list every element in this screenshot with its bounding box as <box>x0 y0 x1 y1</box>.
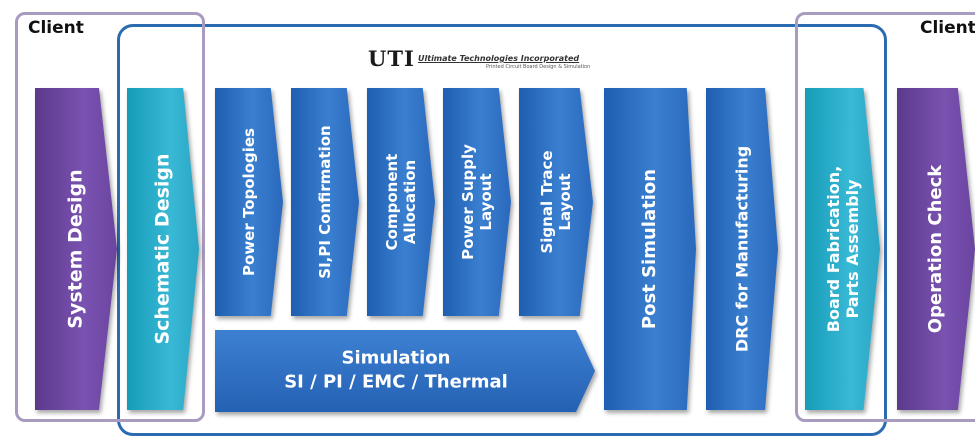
step-label-group: Power Supply Layout <box>459 144 495 260</box>
step-label-line-1: Board Fabrication, <box>823 165 843 333</box>
step-power-supply-layout: Power Supply Layout <box>443 88 511 316</box>
client-left-frame <box>15 12 205 422</box>
step-drc-for-manufacturing: DRC for Manufacturing <box>706 88 778 410</box>
simulation-label-group: Simulation SI / PI / EMC / Thermal <box>215 347 577 396</box>
step-label-group: Signal Trace Layout <box>538 150 574 253</box>
logo-tagline: Printed Circuit Board Design & Simulatio… <box>486 64 591 70</box>
step-label-group: Component Allocation <box>383 154 419 251</box>
step-post-simulation: Post Simulation <box>604 88 696 410</box>
step-label-line-2: Parts Assembly <box>842 179 862 319</box>
step-component-allocation: Component Allocation <box>367 88 435 316</box>
client-right-label: Client <box>920 18 975 38</box>
logo-mark: UTI <box>368 46 415 71</box>
step-schematic-design: Schematic Design <box>127 88 199 410</box>
step-label-line-1: Signal Trace <box>538 150 556 254</box>
step-label: System Design <box>64 169 87 329</box>
step-simulation: Simulation SI / PI / EMC / Thermal <box>215 330 595 412</box>
step-operation-check: Operation Check <box>897 88 975 410</box>
step-label-line-1: Power Supply <box>459 144 477 260</box>
step-label: DRC for Manufacturing <box>732 145 752 353</box>
step-si-pi-confirmation: SI,PI Confirmation <box>291 88 359 316</box>
client-left-label: Client <box>28 18 84 38</box>
uti-logo: UTI Ultimate Technologies Incorporated P… <box>368 48 608 74</box>
step-label: Schematic Design <box>151 153 174 345</box>
step-label-line-2: Allocation <box>401 159 419 245</box>
step-signal-trace-layout: Signal Trace Layout <box>519 88 593 316</box>
step-system-design: System Design <box>35 88 117 410</box>
step-board-fabrication: Board Fabrication, Parts Assembly <box>805 88 880 410</box>
step-label-group: Board Fabrication, Parts Assembly <box>823 166 861 332</box>
simulation-title: Simulation <box>341 347 451 369</box>
step-label: Power Topologies <box>240 128 258 276</box>
step-label-line-1: Component <box>383 153 401 251</box>
step-label: Post Simulation <box>639 168 661 330</box>
logo-company-name: Ultimate Technologies Incorporated <box>418 54 580 63</box>
step-label-line-2: Layout <box>477 173 495 231</box>
simulation-detail: SI / PI / EMC / Thermal <box>284 372 508 393</box>
step-label: Operation Check <box>925 164 947 334</box>
step-power-topologies: Power Topologies <box>215 88 283 316</box>
step-label-line-2: Layout <box>556 173 574 231</box>
client-right-frame <box>795 12 975 422</box>
step-label: SI,PI Confirmation <box>316 125 334 279</box>
